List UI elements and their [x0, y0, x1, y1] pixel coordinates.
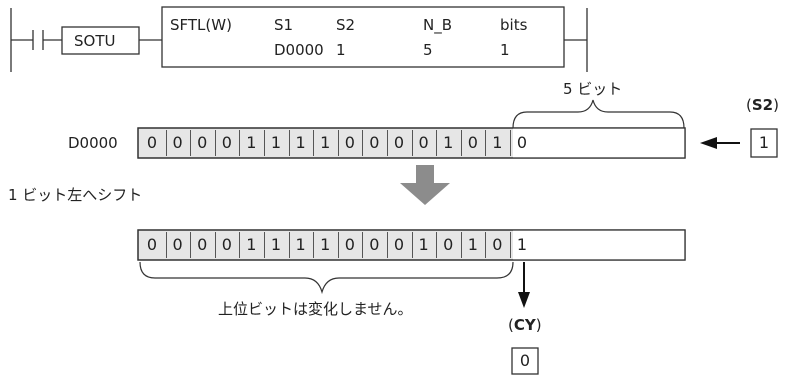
- s2-label: (S2): [746, 96, 779, 114]
- instruction-s2-value: 1: [336, 41, 346, 59]
- s2-value: 1: [758, 133, 770, 152]
- source-bit-6: 1: [288, 130, 312, 156]
- instruction-bits-value: 1: [500, 41, 510, 59]
- s2-label-open: (: [746, 96, 752, 114]
- instruction-s1-header: S1: [274, 16, 294, 34]
- result-bit-4: 1: [239, 232, 262, 258]
- instruction-nb-value: 5: [423, 41, 433, 59]
- result-bit-8: 0: [337, 232, 361, 258]
- cy-value: 0: [519, 351, 531, 370]
- source-bit-11: 0: [411, 130, 435, 156]
- instruction-s2-header: S2: [336, 16, 356, 34]
- result-bit-0: 0: [146, 235, 158, 254]
- s2-label-close: ): [773, 96, 779, 114]
- source-bit-2: 0: [190, 130, 213, 156]
- cy-label: (CY): [508, 316, 542, 334]
- s2-label-bold: S2: [751, 96, 774, 114]
- instruction-nb-header: N_B: [423, 16, 453, 34]
- contact-label: SOTU: [74, 32, 116, 50]
- result-bit-6: 1: [288, 232, 312, 258]
- source-bit-0: 0: [146, 133, 158, 152]
- result-bit-9: 0: [362, 232, 385, 258]
- result-bit-12: 0: [436, 232, 459, 258]
- upper-bits-note: 上位ビットは変化しません。: [218, 300, 413, 318]
- source-bit-14: 1: [485, 130, 508, 156]
- source-bit-13: 0: [460, 130, 484, 156]
- source-bit-7: 1: [313, 130, 336, 156]
- source-bit-5: 1: [264, 130, 287, 156]
- source-register-label: D0000: [68, 134, 118, 152]
- result-bit-3: 0: [214, 232, 238, 258]
- brace-top-label: 5 ビット: [563, 80, 623, 98]
- result-bit-14: 0: [485, 232, 508, 258]
- source-bit-15: 0: [510, 130, 533, 156]
- instruction-mnemonic: SFTL(W): [170, 16, 232, 34]
- result-bit-10: 0: [387, 232, 410, 258]
- result-bit-15: 1: [510, 232, 533, 258]
- cy-label-close: ): [535, 316, 542, 334]
- cy-label-bold: CY: [513, 316, 536, 334]
- instruction-s1-value: D0000: [274, 41, 324, 59]
- source-bit-4: 1: [239, 130, 262, 156]
- source-bit-9: 0: [362, 130, 385, 156]
- cy-label-open: (: [508, 316, 514, 334]
- result-bit-13: 1: [460, 232, 484, 258]
- shift-label: 1 ビット左へシフト: [8, 186, 143, 204]
- result-bit-7: 1: [313, 232, 336, 258]
- source-bit-12: 1: [436, 130, 459, 156]
- result-bit-5: 1: [264, 232, 287, 258]
- result-bit-11: 1: [411, 232, 435, 258]
- source-bit-8: 0: [337, 130, 361, 156]
- source-bit-1: 0: [165, 130, 189, 156]
- source-bit-10: 0: [387, 130, 410, 156]
- result-bit-1: 0: [165, 232, 189, 258]
- result-bit-2: 0: [190, 232, 213, 258]
- instruction-bits-header: bits: [500, 16, 528, 34]
- source-bit-3: 0: [214, 130, 238, 156]
